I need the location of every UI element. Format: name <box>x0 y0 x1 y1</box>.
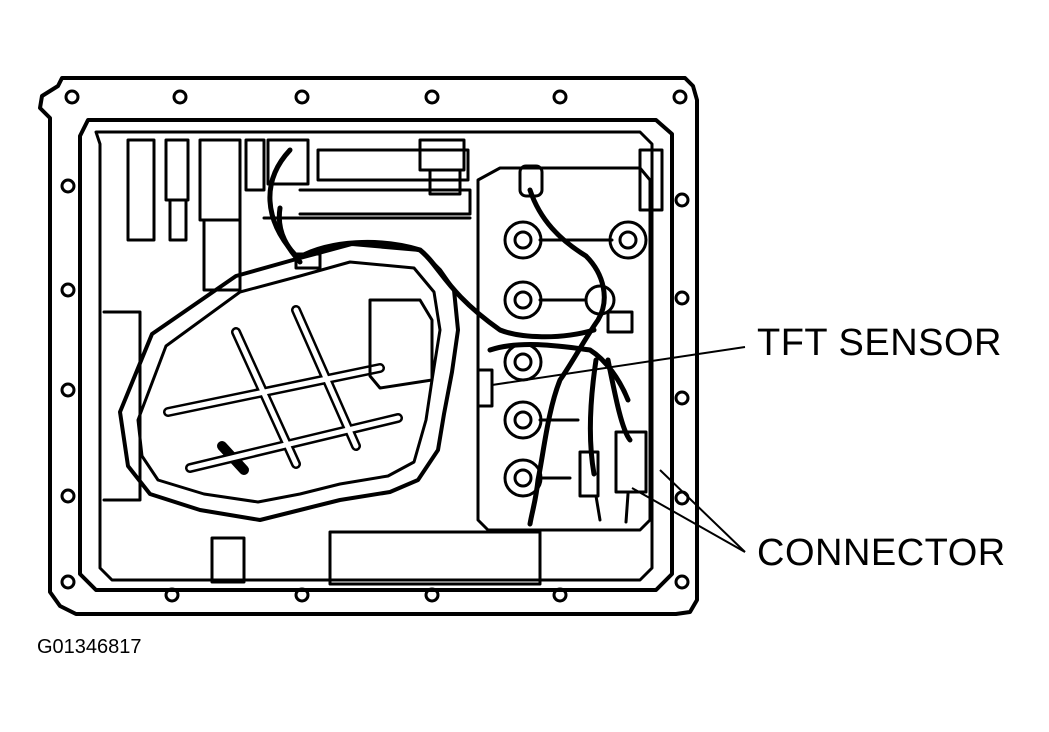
tft-sensor-label: TFT SENSOR <box>757 322 1002 364</box>
oil-pan-inner-wall <box>78 118 674 592</box>
solenoid-plate <box>476 166 652 532</box>
harness-connectors <box>294 252 648 524</box>
connector-leader-line-2 <box>659 469 746 553</box>
left-side-bracket <box>102 310 142 502</box>
strainer-inner-rim <box>136 260 442 504</box>
connector-leader-line-1 <box>631 487 746 553</box>
strainer-outlet <box>368 298 434 390</box>
valve-body-housing <box>94 130 654 582</box>
figure-id: G01346817 <box>37 636 142 658</box>
solenoid-valves <box>503 164 648 498</box>
upper-left-valves <box>126 138 664 292</box>
oil-pan-outer-flange <box>38 76 699 616</box>
wiring-harness <box>267 147 633 527</box>
callout-leaders <box>491 346 746 553</box>
bottom-terminal-block <box>328 530 542 586</box>
tft-sensor <box>476 368 494 408</box>
tft-leader-line <box>491 346 746 386</box>
flange-bolt-holes <box>60 89 690 603</box>
connector-label: CONNECTOR <box>757 532 1006 574</box>
